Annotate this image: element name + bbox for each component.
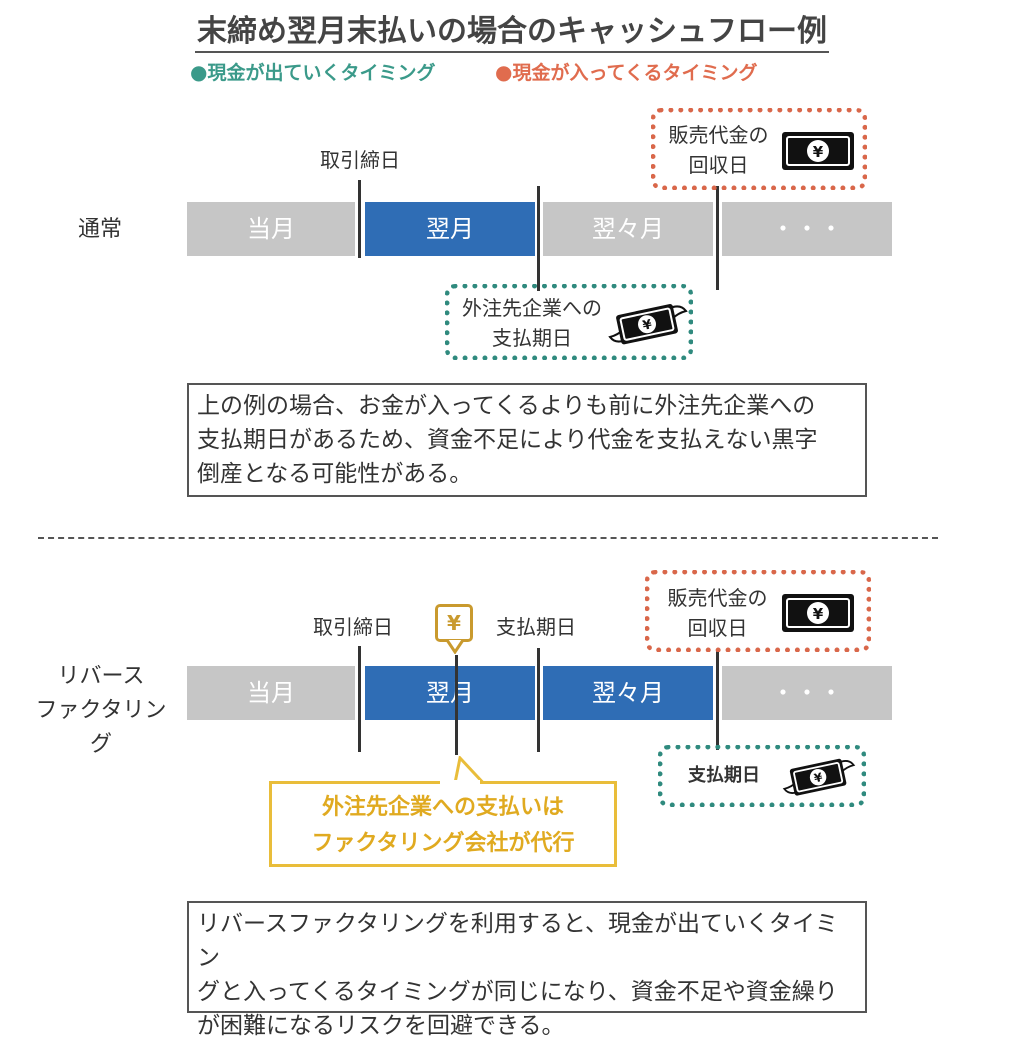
factoring-payment-line <box>455 655 458 755</box>
legend-in-dot-icon: ● <box>495 60 513 84</box>
legend-out: ●現金が出ていくタイミング <box>190 60 436 84</box>
payment-due-label: 支払期日 <box>496 615 576 639</box>
segment-current-month-reverse: 当月 <box>187 666 355 720</box>
legend-in: ●現金が入ってくるタイミング <box>495 60 758 84</box>
closing-day-line <box>358 180 361 258</box>
segment-next-month-reverse: 翌月 <box>365 666 535 720</box>
factoring-callout: 外注先企業への支払いは ファクタリング会社が代行 <box>269 781 617 867</box>
closing-day-label-reverse: 取引締日 <box>313 615 393 639</box>
payment-day-line-reverse <box>537 648 540 752</box>
legend-out-dot-icon: ● <box>190 60 208 84</box>
collection-box-reverse: 販売代金の 回収日 ¥ <box>645 570 871 652</box>
payment-box: 外注先企業への 支払期日 ¥ <box>445 284 693 360</box>
segment-ellipsis: ・・・ <box>722 202 892 256</box>
section-divider <box>38 537 938 539</box>
yen-banknote-icon: ¥ <box>782 594 854 632</box>
closing-day-line-reverse <box>358 646 361 752</box>
row-label-reverse-factoring: リバース ファクタリング <box>35 664 167 757</box>
note-normal: 上の例の場合、お金が入ってくるよりも前に外注先企業への 支払期日があるため、資金… <box>187 383 867 497</box>
segment-month-after-next: 翌々月 <box>543 202 713 256</box>
yen-banknote-icon: ¥ <box>782 132 854 170</box>
segment-current-month: 当月 <box>187 202 355 256</box>
collection-day-line-reverse <box>716 650 719 750</box>
collection-day-line <box>716 186 719 290</box>
segment-ellipsis-reverse: ・・・ <box>722 666 892 720</box>
payment-day-line <box>537 186 540 291</box>
callout-pointer-gap <box>440 780 480 784</box>
row-label-normal: 通常 <box>77 217 122 242</box>
closing-day-label: 取引締日 <box>320 148 400 172</box>
collection-box: 販売代金の 回収日 ¥ <box>651 108 867 190</box>
page-title: 末締め翌月末払いの場合のキャッシュフロー例 <box>0 6 1024 53</box>
flying-yen-banknote-icon: ¥ <box>608 304 688 345</box>
svg-text:¥: ¥ <box>813 605 824 623</box>
yen-badge-icon: ¥ <box>435 604 473 642</box>
svg-text:¥: ¥ <box>641 317 653 334</box>
payment-box-reverse: 支払期日 ¥ <box>658 745 866 807</box>
svg-text:¥: ¥ <box>813 143 824 161</box>
segment-month-after-next-reverse: 翌々月 <box>543 666 713 720</box>
svg-text:¥: ¥ <box>813 770 825 786</box>
flying-yen-banknote-icon: ¥ <box>782 758 856 796</box>
note-reverse: リバースファクタリングを利用すると、現金が出ていくタイミン グと入ってくるタイミ… <box>187 901 867 1039</box>
segment-next-month: 翌月 <box>365 202 535 256</box>
yen-badge-pointer-icon <box>446 640 464 654</box>
